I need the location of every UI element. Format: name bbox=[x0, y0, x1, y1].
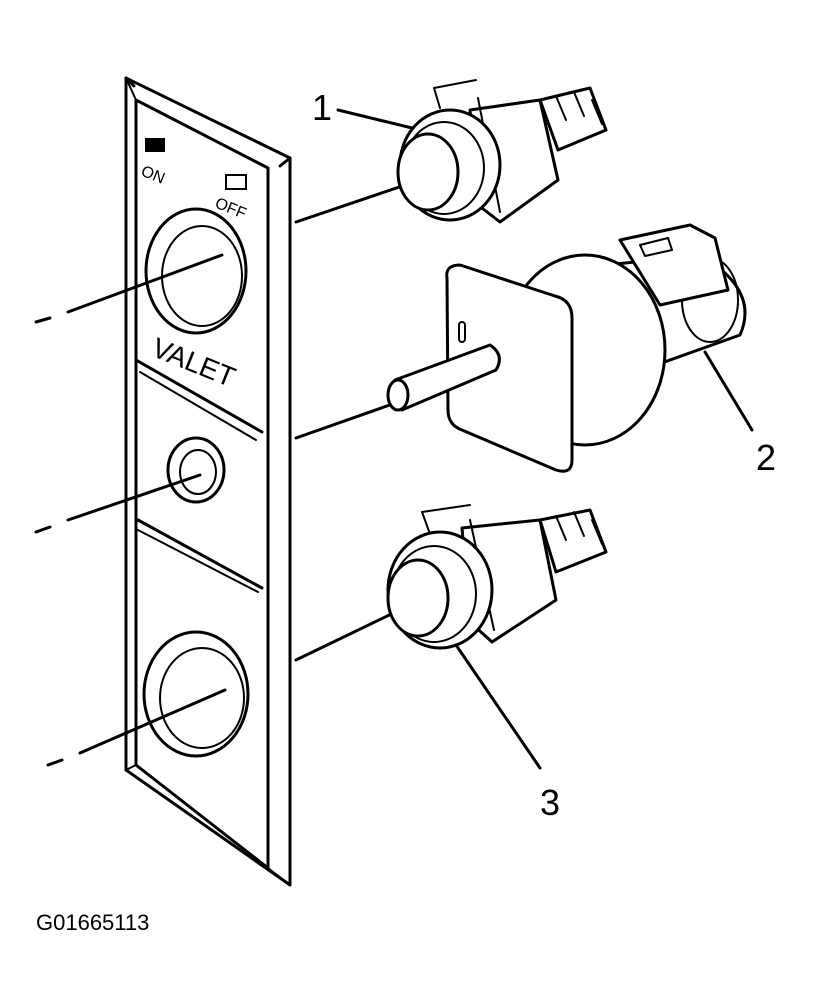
callout-number-2: 2 bbox=[756, 437, 776, 478]
valet-switch-opening bbox=[166, 436, 226, 504]
top-pushbutton-switch bbox=[396, 79, 608, 224]
figure-id-label: G01665113 bbox=[36, 910, 150, 935]
callout-2: 2 bbox=[703, 350, 776, 478]
on-indicator-icon bbox=[145, 138, 165, 152]
bottom-pushbutton-switch bbox=[386, 504, 608, 650]
bottom-switch-opening bbox=[142, 630, 250, 758]
valet-plunger-switch bbox=[386, 223, 747, 473]
callout-1: 1 bbox=[312, 87, 414, 130]
switch-panel-bezel bbox=[124, 76, 292, 887]
callout-number-1: 1 bbox=[312, 87, 332, 128]
callout-number-3: 3 bbox=[540, 782, 560, 823]
alignment-lines-left bbox=[34, 253, 227, 767]
callout-3: 3 bbox=[454, 643, 560, 823]
off-indicator-icon bbox=[225, 174, 247, 190]
